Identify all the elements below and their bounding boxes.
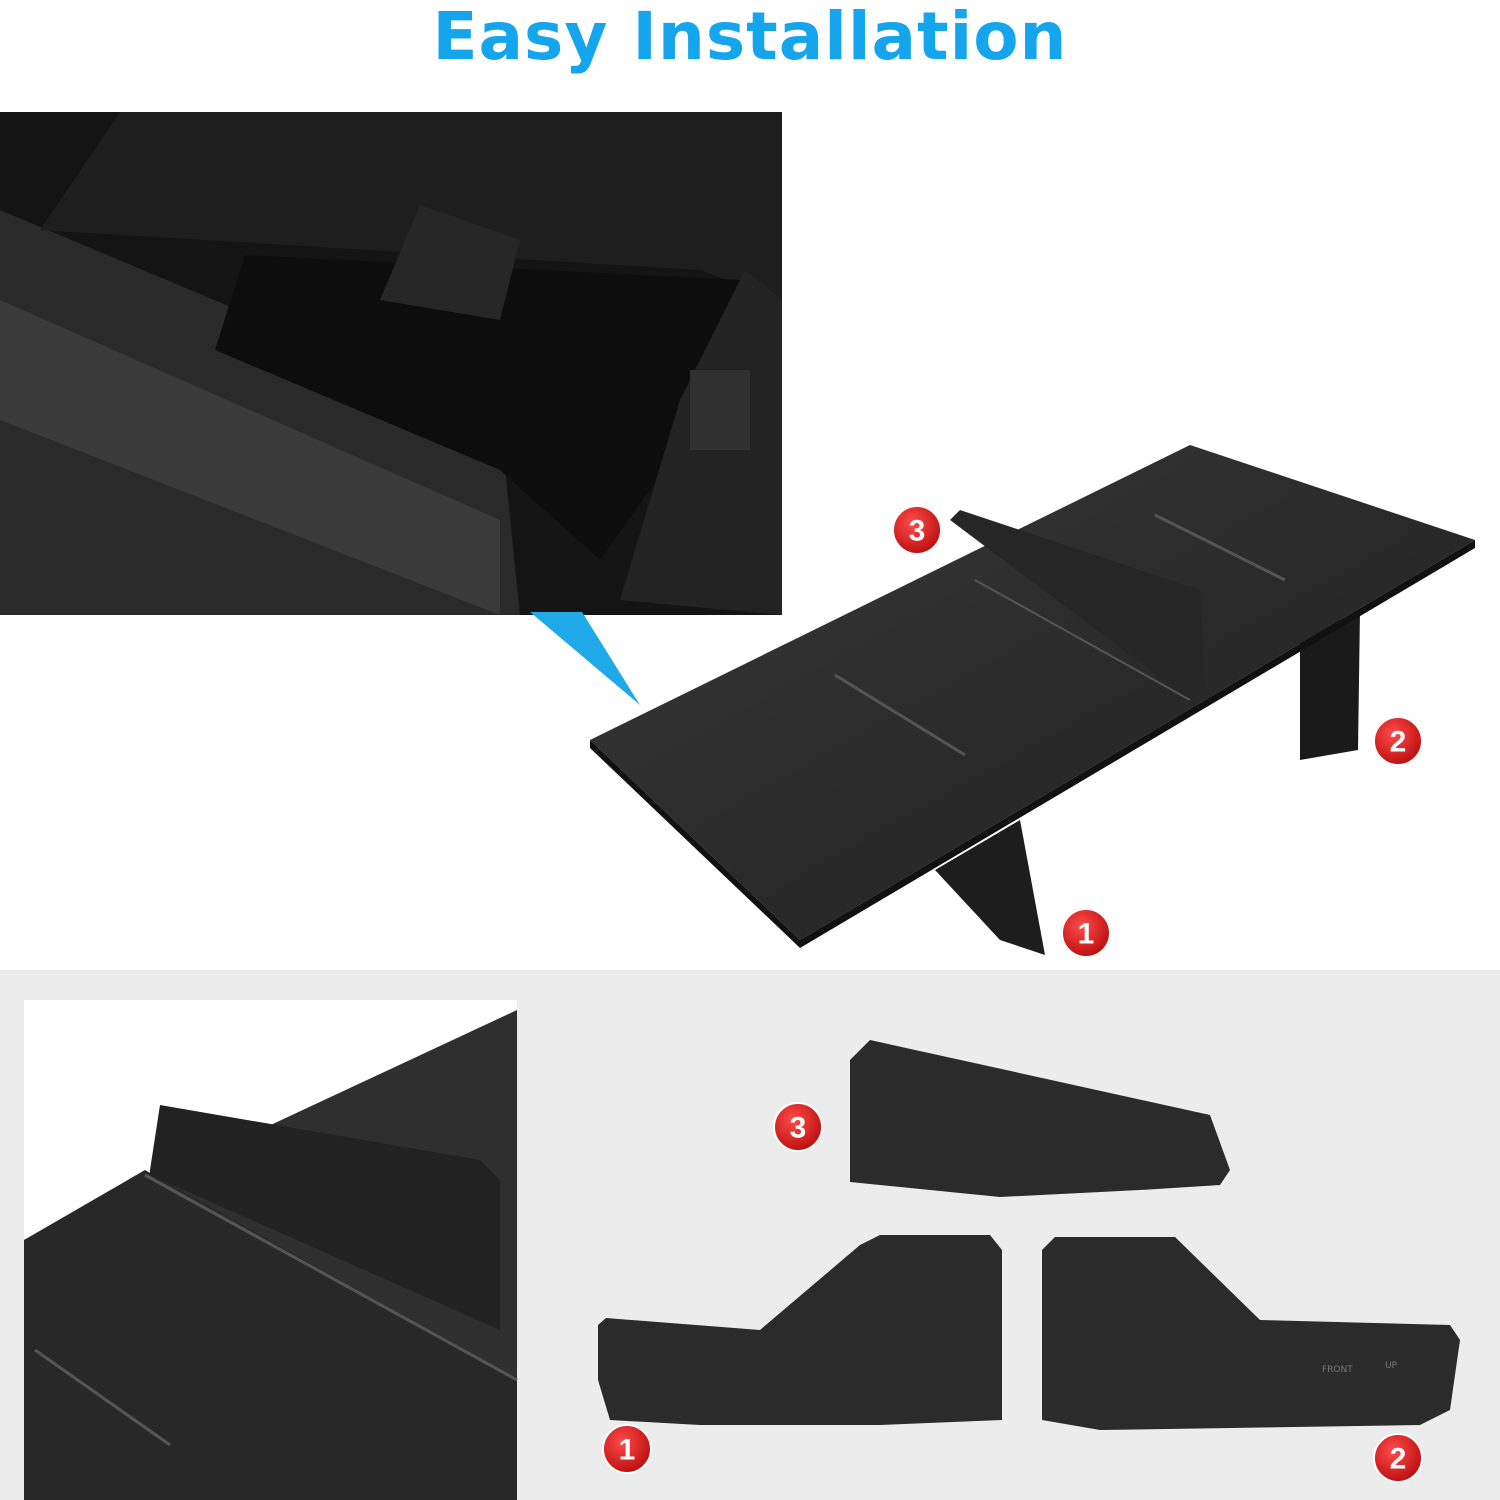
- badge-3-bottom: 3: [773, 1102, 823, 1152]
- callout-pointer: [530, 612, 640, 705]
- svg-text:3: 3: [790, 1112, 807, 1145]
- badge-2-bottom: 2: [1373, 1433, 1423, 1483]
- assembled-divider: [590, 445, 1475, 955]
- installed-photo: [0, 112, 782, 615]
- part-2: FRONT UP: [1042, 1237, 1460, 1430]
- badge-1-bottom: 1: [602, 1424, 652, 1474]
- svg-text:2: 2: [1390, 726, 1407, 759]
- page-title: Easy Installation: [432, 0, 1068, 75]
- badge-2-top: 2: [1373, 716, 1423, 766]
- svg-text:1: 1: [1078, 918, 1095, 951]
- part-3: [850, 1040, 1230, 1197]
- part-1: [598, 1235, 1002, 1425]
- closeup-photo: [24, 1000, 518, 1500]
- svg-text:1: 1: [619, 1434, 636, 1467]
- up-mark: UP: [1385, 1361, 1398, 1371]
- badge-3-top: 3: [892, 505, 942, 555]
- badge-1-top: 1: [1061, 908, 1111, 958]
- svg-text:3: 3: [909, 515, 926, 548]
- svg-text:2: 2: [1390, 1443, 1407, 1476]
- front-mark: FRONT: [1322, 1365, 1353, 1375]
